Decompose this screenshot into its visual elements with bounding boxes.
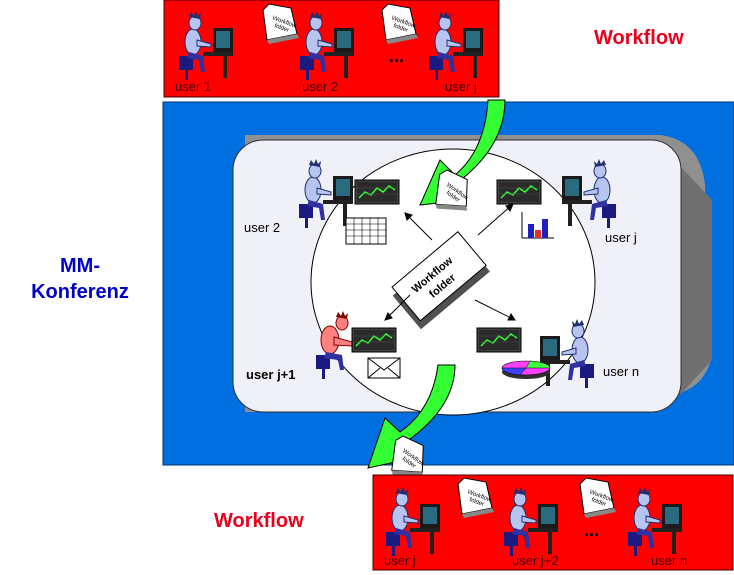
- distribution-arrows: [384, 203, 516, 321]
- bottom-user-label-2: user j+2: [512, 553, 559, 568]
- top-ellipsis: ...: [389, 46, 405, 66]
- top-user-label-3: user j: [445, 79, 477, 94]
- spreadsheet-icon: [345, 217, 387, 245]
- usern-chart: [476, 327, 522, 353]
- user2-chart: [354, 179, 400, 205]
- conf-usern-label: user n: [603, 364, 640, 379]
- mm-title-line1: MM-: [60, 255, 100, 277]
- bottom-user-label-1: user j: [384, 553, 416, 568]
- top-workflow-title: Workflow: [594, 27, 684, 49]
- envelope-icon: [367, 357, 401, 379]
- center-workflow-folder: Workflow folder: [391, 231, 490, 330]
- mm-title-line2: Konferenz: [31, 281, 129, 303]
- conf-userj1-label: user j+1: [246, 367, 296, 382]
- participant-userj1: [316, 311, 353, 379]
- conf-user2-label: user 2: [244, 220, 281, 235]
- userj1-chart: [351, 327, 397, 353]
- conf-userj-label: user j: [605, 230, 637, 245]
- mm-conference-title: MM- Konferenz: [10, 253, 150, 305]
- pie-chart-icon: [501, 360, 551, 379]
- bottom-workflow-title: Workflow: [214, 510, 304, 532]
- top-user-label-2: user 2: [302, 79, 339, 94]
- top-user-label-1: user 1: [175, 79, 212, 94]
- bottom-ellipsis: ...: [584, 520, 600, 540]
- bottom-user-label-3: user n: [651, 553, 688, 568]
- userj-chart: [496, 179, 542, 205]
- bar-chart-icon: [521, 212, 554, 239]
